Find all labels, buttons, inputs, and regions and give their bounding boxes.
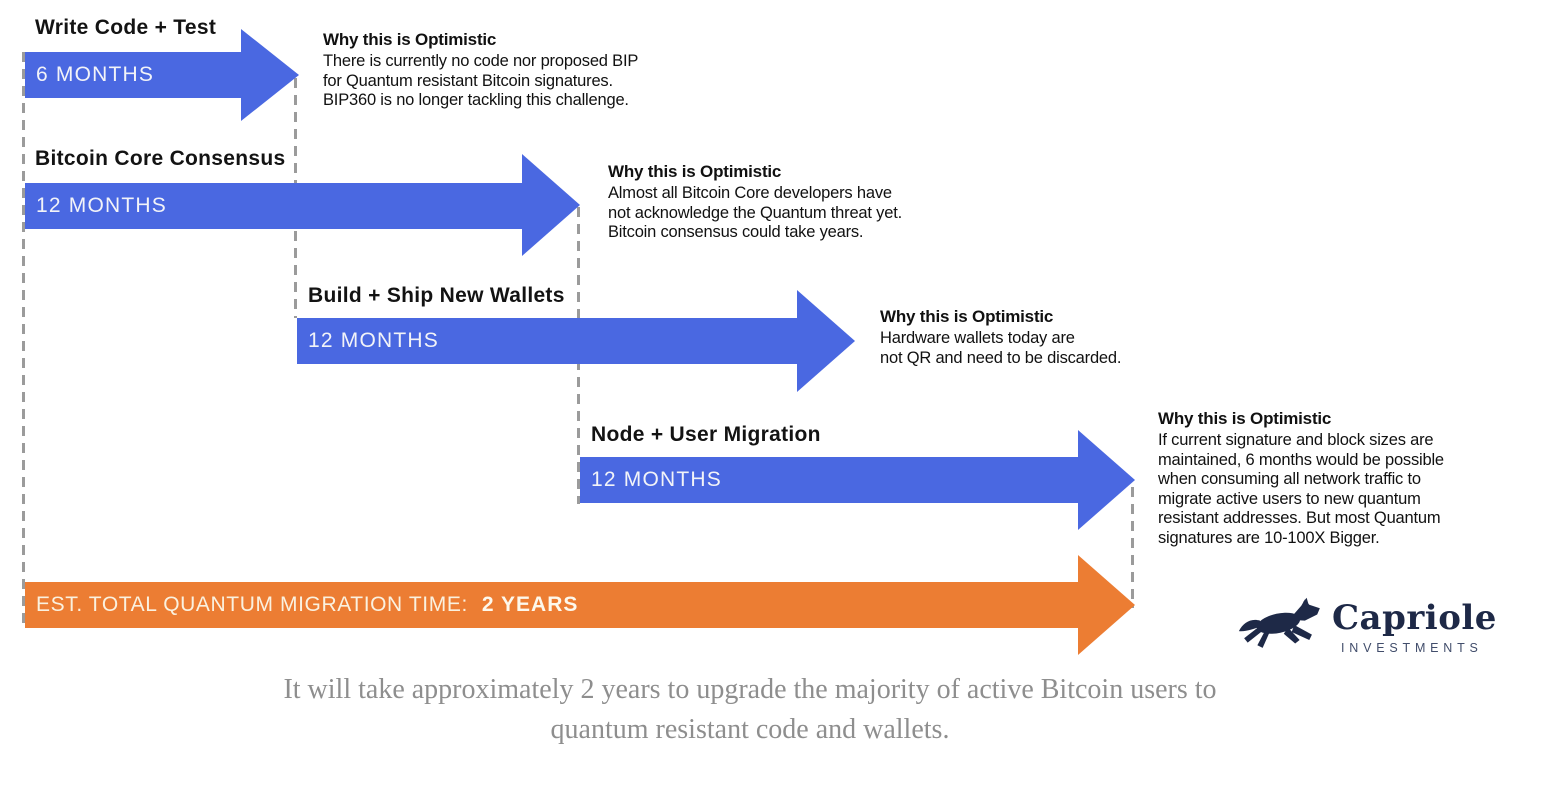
phase-2-arrow-body [25, 183, 522, 229]
total-arrow-body [25, 582, 1078, 628]
timeline-dash-line-1 [22, 52, 25, 628]
phase-4-note-title: Why this is Optimistic [1158, 409, 1332, 428]
total-arrow-tip [1078, 555, 1135, 655]
phase-4-note-body: If current signature and block sizes are… [1158, 431, 1444, 547]
phase-2-note-body: Almost all Bitcoin Core developers have … [608, 184, 902, 241]
phase-3-note-body: Hardware wallets today are not QR and ne… [880, 329, 1122, 367]
phase-1-note: Why this is Optimistic There is currentl… [323, 30, 683, 111]
timeline-dash-line-4 [1131, 487, 1134, 608]
phase-3-title: Build + Ship New Wallets [308, 284, 565, 307]
phase-2-note: Why this is Optimistic Almost all Bitcoi… [608, 162, 968, 243]
phase-2-note-title: Why this is Optimistic [608, 162, 782, 181]
total-value: 2 YEARS [481, 593, 579, 616]
phase-4-note: Why this is Optimistic If current signat… [1158, 409, 1518, 548]
phase-2-arrow-tip [522, 154, 580, 256]
caption-line-2: quantum resistant code and wallets. [550, 714, 950, 745]
phase-4-duration: 12 MONTHS [591, 468, 722, 491]
phase-3-note-title: Why this is Optimistic [880, 307, 1054, 326]
phase-3-arrow-tip [797, 290, 855, 392]
phase-3-arrow-body [297, 318, 797, 364]
capriole-subtitle-text: INVESTMENTS [1341, 641, 1483, 655]
phase-4-arrow-body [580, 457, 1078, 503]
phase-1-arrow-body [25, 52, 241, 98]
phase-2-duration: 12 MONTHS [36, 194, 167, 217]
caption-line-1: It will take approximately 2 years to up… [283, 674, 1217, 705]
total-migration-time-label: EST. TOTAL QUANTUM MIGRATION TIME: 2 YEAR… [36, 582, 578, 628]
phase-3-duration: 12 MONTHS [308, 329, 439, 352]
phase-1-note-body: There is currently no code nor proposed … [323, 52, 639, 109]
jumping-horse-icon [1238, 597, 1320, 648]
phase-4-arrow-tip [1078, 430, 1135, 530]
phase-2-title: Bitcoin Core Consensus [35, 147, 286, 170]
capriole-brand-text: Capriole [1332, 598, 1497, 638]
phase-1-title: Write Code + Test [35, 16, 217, 39]
phase-3-note: Why this is Optimistic Hardware wallets … [880, 307, 1240, 368]
phase-1-arrow-tip [241, 29, 299, 121]
phase-4-title: Node + User Migration [591, 423, 821, 446]
phase-1-duration: 6 MONTHS [36, 63, 155, 86]
total-label-text: EST. TOTAL QUANTUM MIGRATION TIME: [36, 593, 468, 616]
phase-1-note-title: Why this is Optimistic [323, 30, 497, 49]
